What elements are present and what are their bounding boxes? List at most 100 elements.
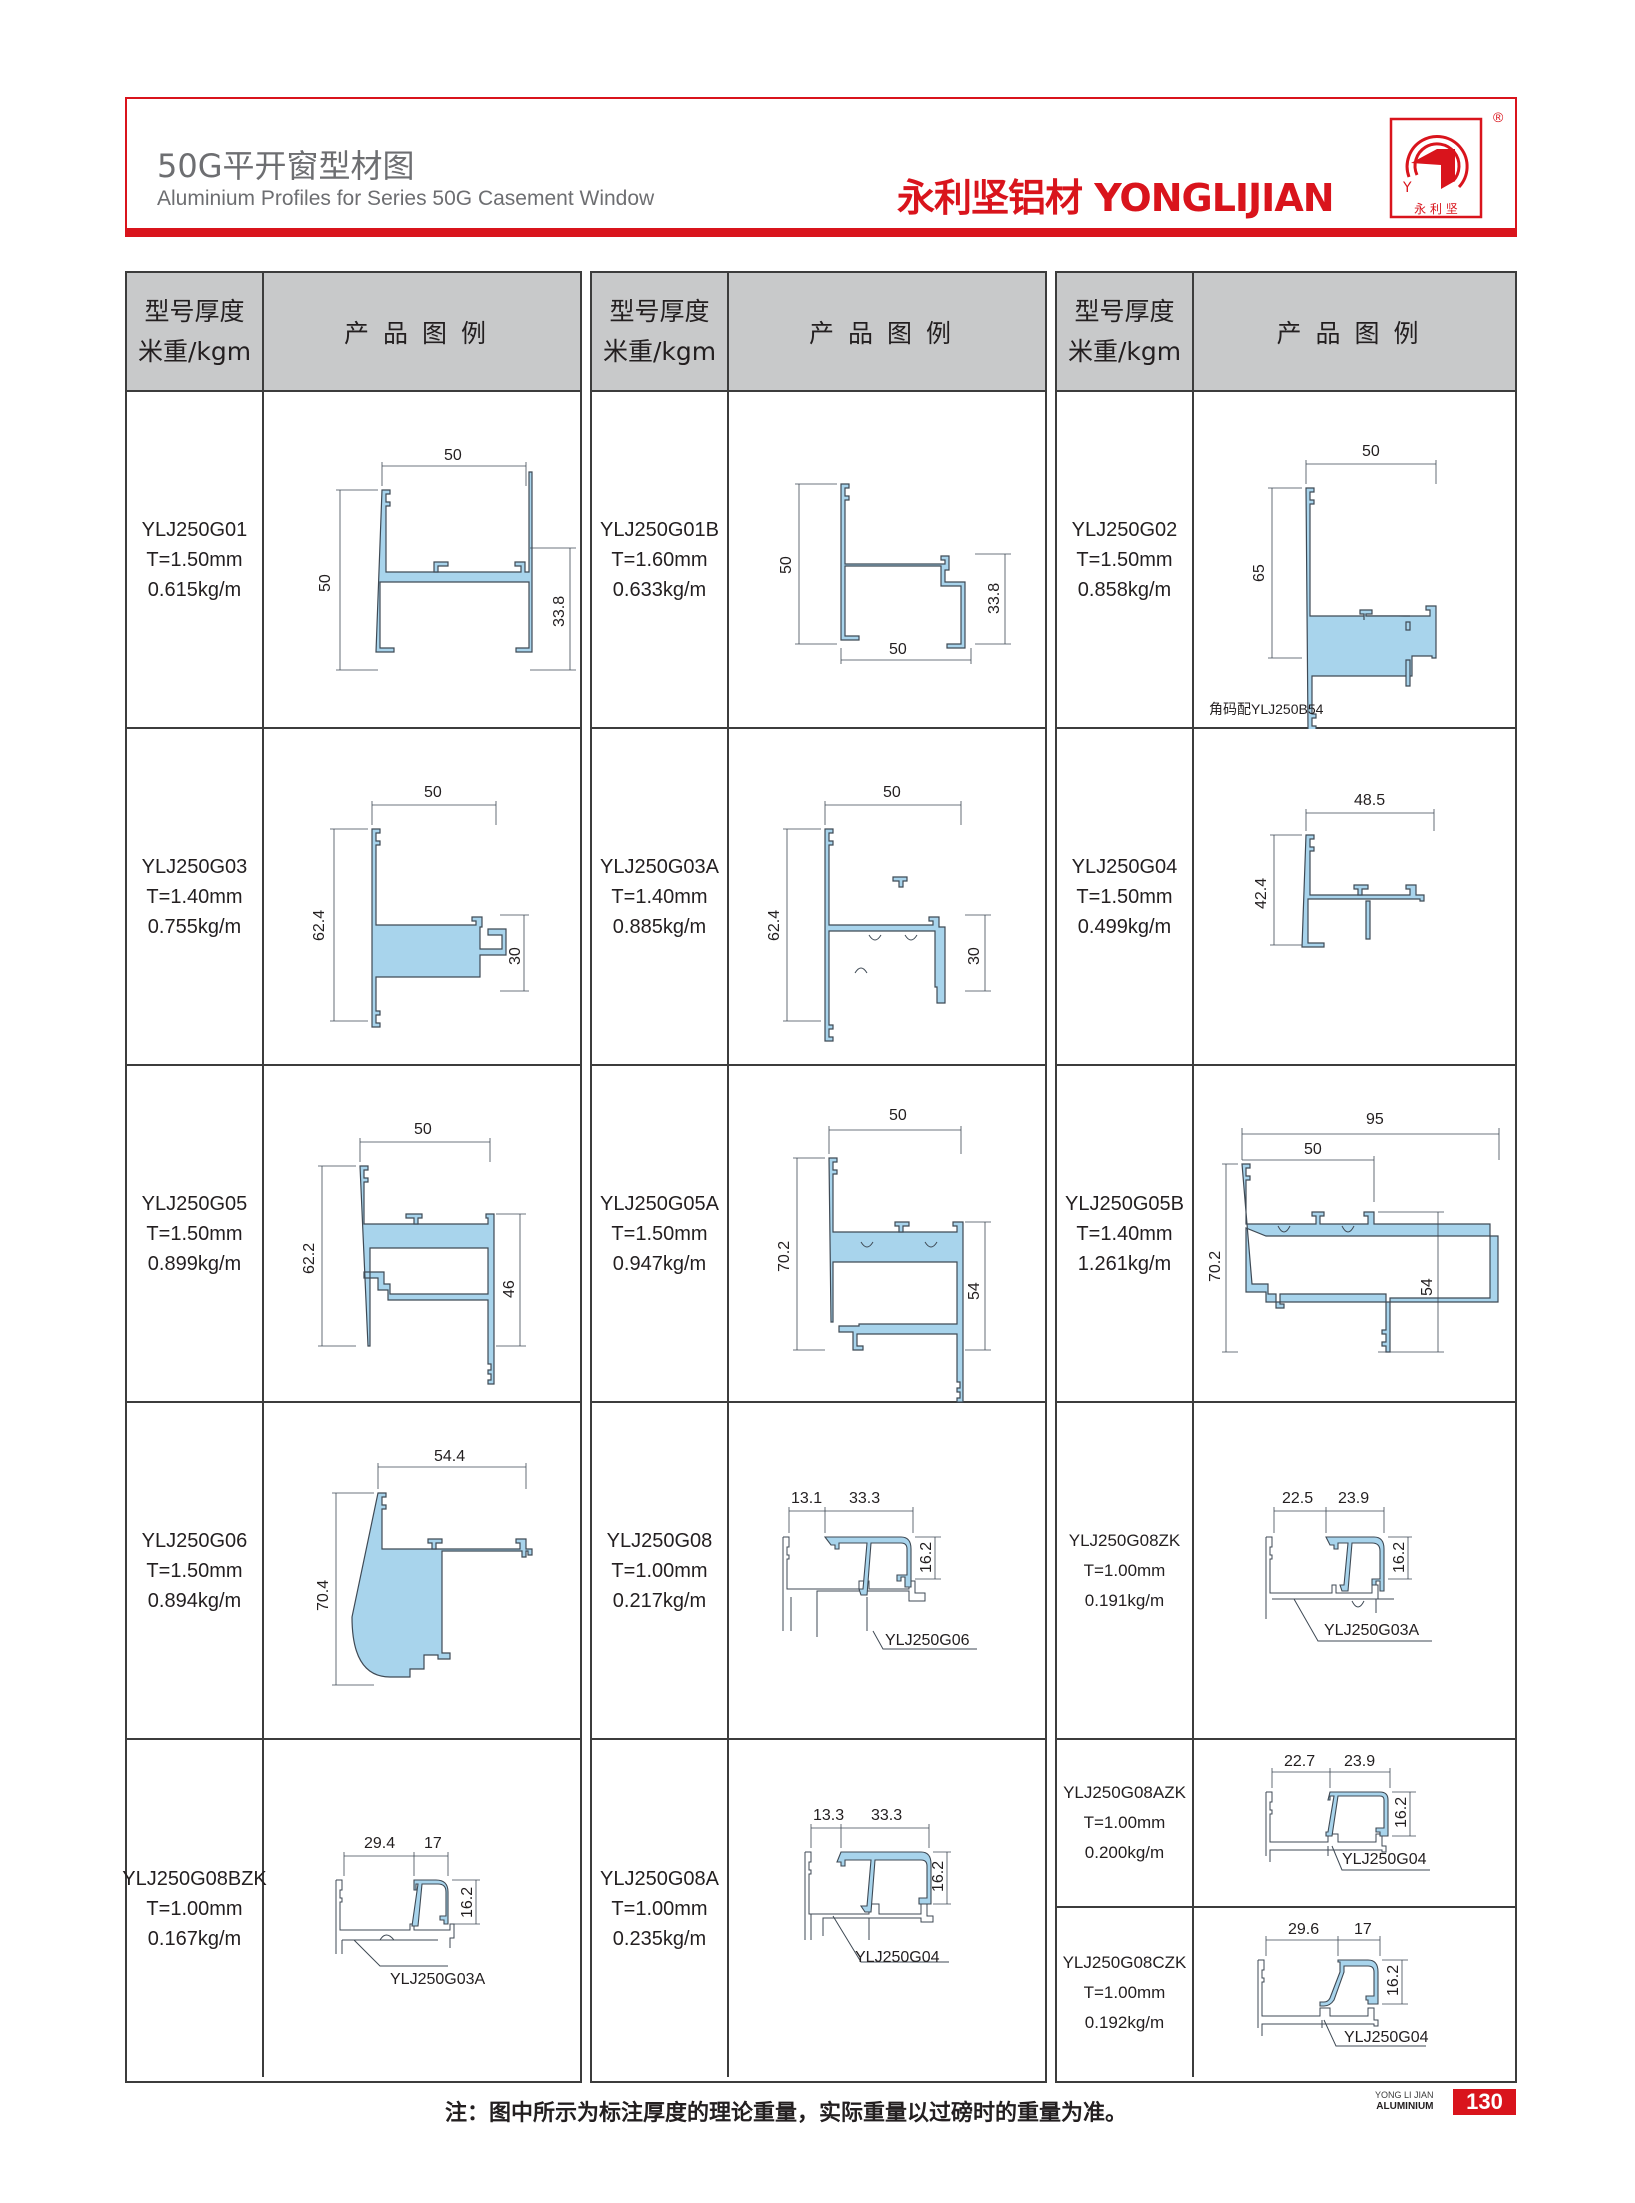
- svg-text:YLJ250G03A: YLJ250G03A: [390, 1971, 486, 1988]
- svg-text:16.2: 16.2: [1391, 1542, 1408, 1573]
- corner-bracket-note: 角码配YLJ250B54: [1209, 701, 1324, 717]
- header-model-weight: 型号厚度米重/kgm: [1057, 273, 1194, 392]
- brand-name: 永利坚铝材 YONGLIJIAN: [897, 176, 1335, 220]
- page-number: 130: [1453, 2089, 1516, 2115]
- header-red-bar: [125, 228, 1517, 237]
- svg-text:16.2: 16.2: [459, 1887, 476, 1918]
- footer-note: 注：图中所示为标注厚度的理论重量，实际重量以过磅时的重量为准。: [445, 2101, 1128, 2126]
- profile-drawing-g05: 50 62.2 46: [264, 1066, 580, 1403]
- header-model-weight: 型号厚度米重/kgm: [127, 273, 264, 392]
- svg-text:YLJ250G04: YLJ250G04: [1344, 2029, 1429, 2046]
- svg-text:16.2: 16.2: [1385, 1965, 1402, 1996]
- svg-text:50: 50: [883, 784, 901, 801]
- header-model-weight: 型号厚度米重/kgm: [592, 273, 729, 392]
- svg-text:23.9: 23.9: [1338, 1490, 1369, 1507]
- profile-drawing-g01b: 50 50 33.8: [729, 392, 1045, 729]
- svg-text:50: 50: [1362, 443, 1380, 460]
- page-header: 50G平开窗型材图 Aluminium Profiles for Series …: [125, 97, 1517, 232]
- svg-text:70.2: 70.2: [776, 1241, 793, 1272]
- svg-text:13.3: 13.3: [813, 1807, 844, 1824]
- svg-text:30: 30: [507, 947, 524, 965]
- svg-text:50: 50: [317, 574, 334, 592]
- svg-text:YLJ250G04: YLJ250G04: [1342, 1851, 1427, 1868]
- svg-text:13.1: 13.1: [791, 1490, 822, 1507]
- svg-text:62.4: 62.4: [766, 910, 783, 941]
- svg-text:95: 95: [1366, 1111, 1384, 1128]
- svg-text:16.2: 16.2: [918, 1542, 935, 1573]
- svg-text:33.8: 33.8: [986, 583, 1003, 614]
- svg-text:54: 54: [1419, 1278, 1436, 1296]
- page-title-cn: 50G平开窗型材图: [157, 147, 415, 185]
- svg-text:17: 17: [1354, 1921, 1372, 1938]
- svg-text:50: 50: [444, 447, 462, 464]
- svg-text:50: 50: [889, 641, 907, 658]
- svg-text:70.4: 70.4: [315, 1580, 332, 1611]
- profile-drawing-g05a: 50 70.2 54: [729, 1066, 1045, 1403]
- svg-text:50: 50: [778, 556, 795, 574]
- svg-text:永 利 坚: 永 利 坚: [1414, 202, 1458, 216]
- svg-text:54: 54: [966, 1282, 983, 1300]
- svg-text:50: 50: [1304, 1141, 1322, 1158]
- svg-text:29.4: 29.4: [364, 1835, 395, 1852]
- registered-mark: ®: [1493, 109, 1504, 125]
- svg-text:Y: Y: [1402, 180, 1412, 196]
- svg-text:17: 17: [424, 1835, 442, 1852]
- svg-text:54.4: 54.4: [434, 1448, 465, 1465]
- profile-drawing-g02: 50 65 角码配YLJ250B54: [1194, 392, 1515, 729]
- svg-text:29.6: 29.6: [1288, 1921, 1319, 1938]
- svg-text:16.2: 16.2: [1393, 1797, 1410, 1828]
- svg-text:33.8: 33.8: [551, 596, 568, 627]
- svg-text:50: 50: [424, 784, 442, 801]
- profile-drawing-g01: 50 50 33.8: [264, 392, 580, 729]
- profile-drawing-g05b: 95 50 70.2 54: [1194, 1066, 1515, 1403]
- svg-text:65: 65: [1251, 564, 1268, 582]
- svg-text:70.2: 70.2: [1207, 1251, 1224, 1282]
- svg-text:50: 50: [889, 1107, 907, 1124]
- svg-text:22.5: 22.5: [1282, 1490, 1313, 1507]
- header-product-illustration: 产品图例: [264, 273, 580, 392]
- page-title-en: Aluminium Profiles for Series 50G Caseme…: [157, 187, 655, 210]
- svg-text:48.5: 48.5: [1354, 792, 1385, 809]
- svg-text:23.9: 23.9: [1344, 1753, 1375, 1770]
- profile-drawing-g03a: 50 62.4 30: [729, 729, 1045, 1066]
- profile-drawing-g06: 54.4 70.4: [264, 1403, 580, 1740]
- svg-text:30: 30: [966, 947, 983, 965]
- svg-text:50: 50: [414, 1121, 432, 1138]
- svg-text:16.2: 16.2: [930, 1861, 947, 1892]
- svg-text:YLJ250G04: YLJ250G04: [855, 1949, 940, 1966]
- svg-text:62.2: 62.2: [301, 1243, 318, 1274]
- svg-text:YLJ250G03A: YLJ250G03A: [1324, 1622, 1420, 1639]
- svg-text:46: 46: [501, 1280, 518, 1298]
- svg-text:33.3: 33.3: [849, 1490, 880, 1507]
- svg-text:33.3: 33.3: [871, 1807, 902, 1824]
- header-product-illustration: 产品图例: [1194, 273, 1515, 392]
